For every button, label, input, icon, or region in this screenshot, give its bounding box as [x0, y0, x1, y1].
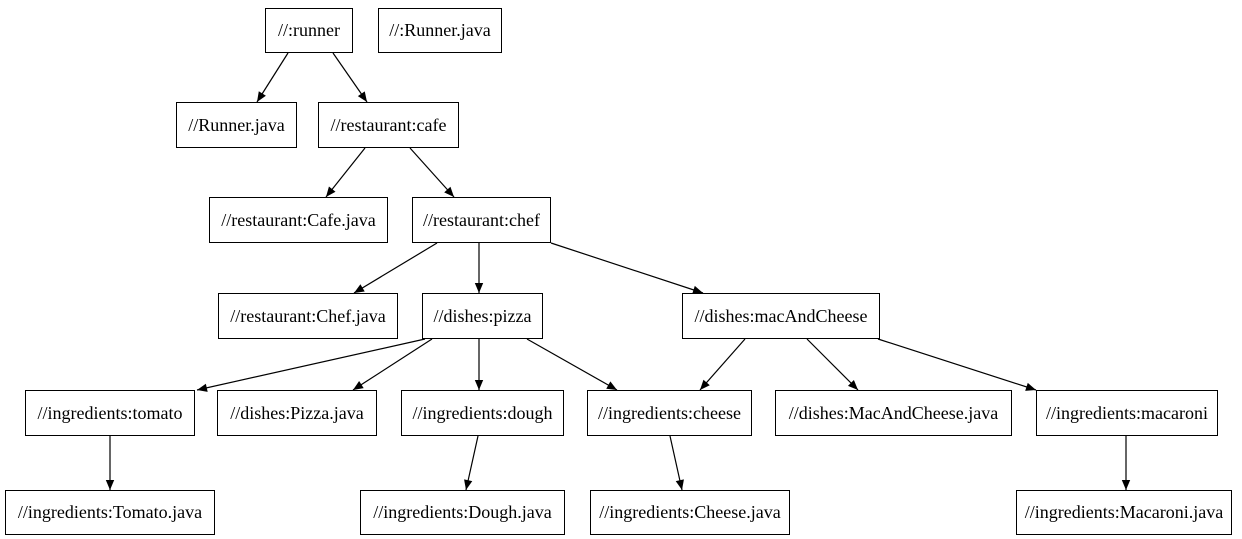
graph-node-chef: //restaurant:chef	[412, 197, 551, 243]
graph-node-runner-java: //Runner.java	[176, 102, 297, 148]
edge-runner-to-runner-java	[256, 52, 289, 103]
edge-pizza-to-pizza-java	[352, 338, 433, 391]
graph-node-pizza: //dishes:pizza	[422, 293, 543, 339]
graph-node-tomato: //ingredients:tomato	[25, 390, 195, 436]
graph-node-cafe: //restaurant:cafe	[318, 102, 459, 148]
graph-node-cafe-java: //restaurant:Cafe.java	[209, 197, 388, 243]
edge-chef-to-chef-java	[353, 242, 438, 294]
graph-node-cheese: //ingredients:cheese	[587, 390, 752, 436]
edge-pizza-to-cheese	[526, 338, 618, 391]
graph-node-label: //dishes:pizza	[433, 305, 532, 326]
graph-node-label: //:Runner.java	[389, 20, 491, 40]
graph-node-label: //restaurant:chef	[423, 209, 540, 230]
edge-macandcheese-to-macandcheese-java	[806, 338, 859, 391]
graph-node-label: //restaurant:cafe	[330, 114, 447, 135]
edge-pizza-to-tomato	[196, 338, 426, 392]
graph-node-label: //restaurant:Chef.java	[230, 305, 386, 326]
edge-runner-to-cafe	[332, 52, 368, 103]
graph-node-macaroni-java: //ingredients:Macaroni.java	[1016, 490, 1232, 535]
graph-node-cheese-java: //ingredients:Cheese.java	[590, 490, 790, 535]
graph-node-label: //ingredients:Dough.java	[373, 502, 552, 522]
edge-cheese-to-cheese-java	[669, 435, 684, 491]
graph-node-label: //Runner.java	[188, 114, 285, 135]
edge-macandcheese-to-macaroni	[877, 338, 1037, 391]
graph-node-label: //ingredients:macaroni	[1046, 402, 1208, 423]
edge-macandcheese-to-cheese	[699, 338, 746, 391]
edge-cafe-to-chef	[409, 147, 455, 198]
graph-node-label: //ingredients:tomato	[37, 402, 183, 423]
graph-node-label: //ingredients:cheese	[598, 402, 741, 423]
edge-chef-to-macandcheese	[550, 242, 704, 294]
graph-node-label: //:runner	[278, 20, 340, 40]
graph-node-pizza-java: //dishes:Pizza.java	[217, 390, 377, 436]
graph-node-macandcheese: //dishes:macAndCheese	[682, 293, 880, 339]
graph-node-dough: //ingredients:dough	[401, 390, 564, 436]
graph-node-label: //dishes:Pizza.java	[230, 402, 364, 423]
edges	[105, 52, 1131, 491]
graph-node-label: //dishes:MacAndCheese.java	[788, 402, 999, 423]
graph-node-label: //dishes:macAndCheese	[694, 305, 868, 326]
graph-node-dough-java: //ingredients:Dough.java	[360, 490, 565, 535]
graph-node-macandcheese-java: //dishes:MacAndCheese.java	[775, 390, 1012, 436]
graph-node-label: //ingredients:dough	[412, 402, 553, 423]
graph-node-macaroni: //ingredients:macaroni	[1036, 390, 1218, 436]
graph-node-tomato-java: //ingredients:Tomato.java	[5, 490, 215, 535]
graph-node-label: //ingredients:Tomato.java	[17, 502, 203, 522]
graph-node-chef-java: //restaurant:Chef.java	[218, 293, 398, 339]
edge-cafe-to-cafe-java	[325, 147, 366, 198]
edge-dough-to-dough-java	[464, 435, 479, 491]
graph-node-label: //ingredients:Cheese.java	[599, 502, 781, 522]
graph-node-runner-java-src: //:Runner.java	[378, 8, 502, 53]
graph-node-runner: //:runner	[265, 8, 353, 53]
graph-node-label: //ingredients:Macaroni.java	[1024, 502, 1224, 522]
graph-node-label: //restaurant:Cafe.java	[221, 209, 376, 230]
